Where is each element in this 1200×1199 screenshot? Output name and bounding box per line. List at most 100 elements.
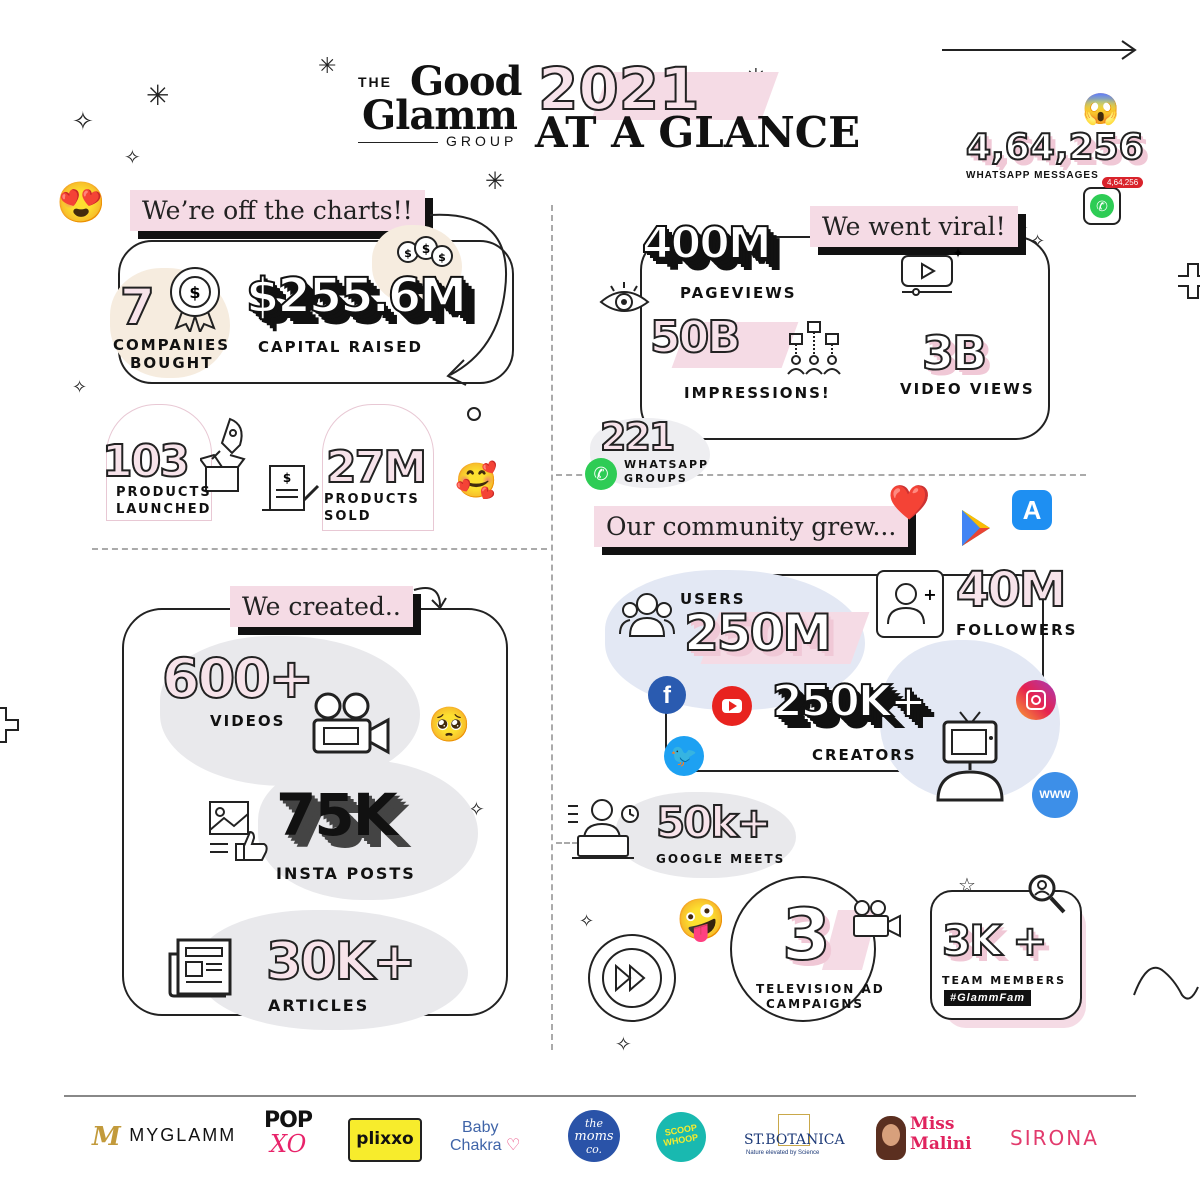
brand-group: GROUP: [446, 133, 518, 149]
products-sold-frame: [322, 404, 434, 531]
myglamm-wordmark: MYGLAMM: [129, 1125, 237, 1145]
film-camera-icon: [312, 692, 390, 755]
users-value: 250M: [683, 604, 833, 662]
horizontal-divider-right-lower: [556, 842, 586, 844]
groups-label-line2: GROUPS: [624, 472, 688, 485]
pleading-emoji-icon: 🥺: [428, 706, 471, 744]
sparkle-icon: ✧: [72, 106, 94, 136]
brand-scoopwhoop: SCOOP WHOOP: [656, 1112, 706, 1162]
brand-stbotanica: ST.BOTANICA Nature elevated by Science: [744, 1114, 848, 1160]
asterisk-icon: ✳: [485, 168, 506, 195]
products-sold-label-line2: SOLD: [324, 509, 372, 524]
sparkle-icon: ✧: [124, 147, 141, 169]
meets-label: GOOGLE MEETS: [656, 852, 786, 866]
brand-logo: THE Good Glamm GROUP: [356, 58, 526, 152]
asterisk-icon: ✳: [146, 80, 170, 111]
twitter-icon: 🐦: [664, 736, 704, 776]
whatsapp-notification-badge: 4,64,256: [1102, 177, 1144, 188]
invoice-icon: $: [262, 465, 320, 511]
insta-value: 75K: [276, 781, 398, 849]
footer-divider: [64, 1095, 1136, 1097]
network-people-icon: [787, 321, 841, 375]
grey-blob: [616, 792, 796, 878]
missmalini-line2: Malini: [910, 1134, 972, 1154]
zany-face-emoji-icon: 🤪: [676, 898, 726, 942]
products-sold-label-line1: PRODUCTS: [324, 492, 420, 507]
whatsapp-icon: ✆: [585, 458, 617, 490]
sirona-wordmark: SIRONA: [1010, 1126, 1099, 1150]
tv-value: 3: [781, 894, 832, 976]
tv-head-creator-icon: [936, 711, 1004, 802]
header-year: 2021: [537, 55, 700, 123]
brand-missmalini: Miss Malini: [876, 1112, 986, 1164]
missmalini-avatar-icon: [876, 1116, 906, 1160]
squiggle-icon: [1133, 966, 1199, 1000]
videos-value: 600+: [161, 647, 315, 710]
sparkle-icon: ✧: [615, 1034, 632, 1056]
companies-value: 7: [119, 278, 156, 336]
insta-label: INSTA POSTS: [276, 864, 416, 883]
svg-text:$: $: [404, 247, 412, 260]
popxo-xo: XO: [270, 1130, 307, 1158]
team-value: 3K +: [941, 916, 1049, 965]
newspaper-icon: [168, 938, 232, 998]
popxo-pop: POP: [264, 1108, 313, 1133]
eye-icon: [599, 282, 650, 312]
horizontal-divider-left: [92, 548, 547, 550]
momsco-line3: co.: [585, 1143, 603, 1157]
grey-blob: [198, 910, 468, 1030]
tv-label-line2: CAMPAIGNS: [766, 997, 865, 1011]
magnifier-icon: [1028, 874, 1066, 914]
vertical-divider: [551, 205, 553, 1050]
asterisk-icon: ✳: [318, 53, 337, 78]
scream-emoji-icon: 😱: [1082, 93, 1120, 126]
brand-popxo: POP XO: [264, 1110, 314, 1166]
brand-the: THE: [358, 74, 392, 90]
articles-label: ARTICLES: [268, 996, 370, 1015]
products-launched-value: 103: [101, 436, 191, 487]
charts-banner: We’re off the charts!!: [130, 190, 425, 231]
svg-text:+: +: [923, 585, 936, 604]
team-tag: #GlammFam: [944, 990, 1032, 1006]
online-meeting-icon: [568, 799, 639, 859]
companies-label-line1: COMPANIES: [113, 336, 231, 354]
svg-text:✦: ✦: [952, 246, 964, 262]
video-views-value: 3B: [921, 326, 988, 380]
google-play-icon: [962, 510, 990, 546]
plus-outline-icon: [0, 707, 19, 743]
youtube-icon: [712, 686, 752, 726]
image-like-icon: [209, 801, 268, 861]
svg-text:$: $: [189, 283, 200, 302]
viral-banner: We went viral!: [810, 206, 1018, 247]
red-heart-icon: ❤️: [888, 484, 931, 522]
award-badge-icon: $: [170, 267, 220, 332]
stbotanica-box: [778, 1114, 810, 1146]
tv-label-line1: TELEVISION AD: [756, 982, 885, 996]
svg-text:$: $: [283, 471, 291, 485]
svg-text:$: $: [438, 251, 446, 264]
products-launched-frame: [106, 404, 212, 521]
header-subtitle: AT A GLANCE: [535, 108, 861, 157]
add-user-icon: +: [876, 570, 944, 638]
dot-icon: [467, 407, 481, 421]
brand-sirona: SIRONA: [1010, 1126, 1099, 1150]
community-banner: Our community grew...: [594, 506, 909, 547]
brand-good: Good: [410, 58, 522, 105]
globe-www-icon: WWW: [1032, 772, 1078, 818]
myglamm-monogram-icon: M: [92, 1122, 121, 1152]
products-launched-label-line1: PRODUCTS: [116, 485, 212, 500]
products-sold-value: 27M: [325, 442, 428, 493]
brand-babychakra: Baby Chakra ♡: [450, 1120, 542, 1162]
momsco-line1: the: [584, 1117, 603, 1130]
companies-label-line2: BOUGHT: [130, 354, 214, 372]
capital-label: CAPITAL RAISED: [258, 338, 423, 356]
team-label: TEAM MEMBERS: [942, 974, 1067, 987]
momsco-line2: moms: [574, 1129, 614, 1145]
impressions-value: 50B: [649, 312, 742, 363]
smiling-hearts-emoji-icon: 🥰: [455, 462, 498, 500]
stbotanica-wordmark: ST.BOTANICA: [744, 1132, 845, 1148]
tv-circle-frame: [730, 876, 876, 1022]
brand-glamm: Glamm: [362, 92, 518, 139]
arrow-right-icon: [942, 40, 1137, 60]
articles-value: 30K+: [265, 932, 417, 992]
